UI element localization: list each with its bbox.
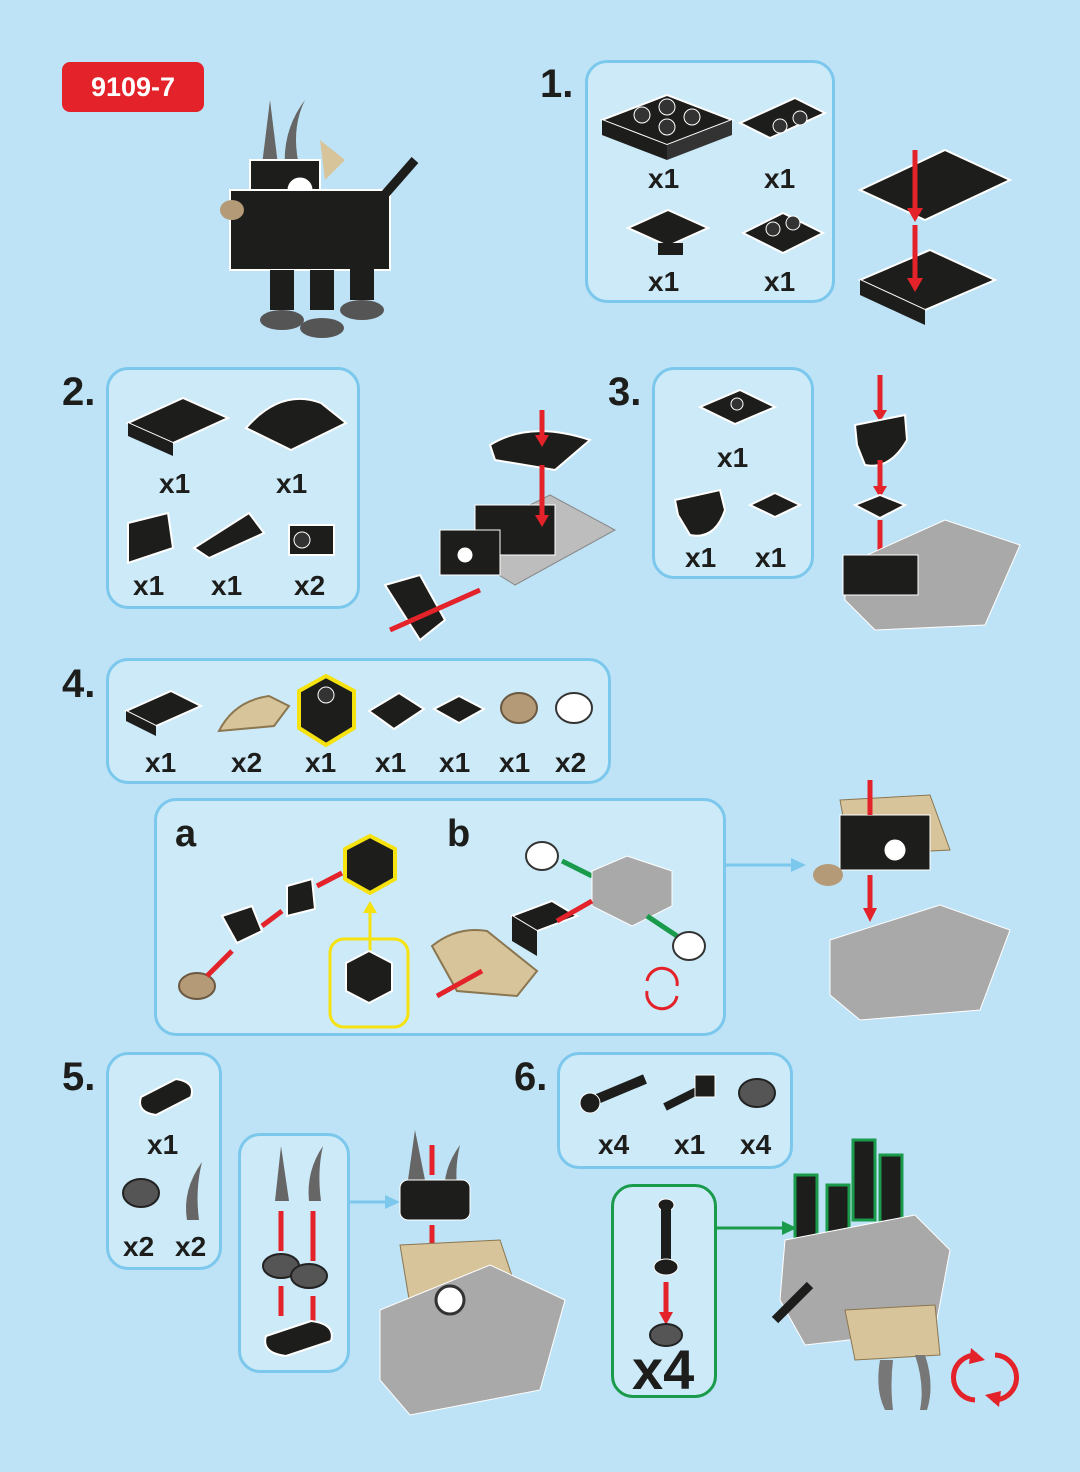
round-plate-icon xyxy=(122,1178,160,1208)
subassembly-a-diagram xyxy=(178,833,410,1029)
step-4-subassembly-callout: a b xyxy=(154,798,726,1036)
step-1-parts-callout: x1 x1 x1 x1 xyxy=(585,60,835,303)
plate-1x1-icon xyxy=(747,491,803,519)
subassembly-b-label: b xyxy=(447,813,471,855)
step-3-qty-3: x1 xyxy=(755,542,787,573)
slope-brick-icon xyxy=(125,396,231,456)
step-6-repeat-count: x4 xyxy=(632,1338,695,1401)
horn-icon xyxy=(186,1162,202,1220)
step-1-qty-3: x1 xyxy=(648,266,680,297)
step-3-parts-callout: x1 x1 x1 xyxy=(652,367,814,579)
step-2-qty-2: x1 xyxy=(276,468,308,499)
finished-model-image xyxy=(220,100,419,338)
step-6-assembly-image xyxy=(771,1138,951,1410)
callout-connector-arrow xyxy=(717,1221,797,1235)
step-6-parts-callout: x4 x1 x4 xyxy=(557,1052,793,1169)
step-4-parts-callout: x1 x2 x1 x1 x1 x1 x2 xyxy=(106,658,611,784)
step-5-subassembly-diagram xyxy=(262,1146,333,1358)
step-5-assembly-image xyxy=(379,1130,566,1416)
plate-1x2-rounded-icon xyxy=(139,1077,193,1117)
wing-plate-icon xyxy=(192,511,266,560)
step-5-qty-2: x2 xyxy=(123,1231,155,1262)
step-2-qty-1: x1 xyxy=(159,468,191,499)
step-4-assembly-image xyxy=(813,780,1011,1021)
bar-with-clip-icon xyxy=(663,1074,716,1111)
step-3-qty-2: x1 xyxy=(685,542,717,573)
step-4-number: 4. xyxy=(62,662,96,706)
plate-1x2-icon xyxy=(740,211,826,255)
step-4-qty-1: x1 xyxy=(145,747,177,778)
plate-2x3-icon xyxy=(599,93,735,160)
bracket-plate-icon xyxy=(737,96,828,140)
step-1-qty-4: x1 xyxy=(764,266,796,297)
step-6-repeat-callout: x4 xyxy=(611,1184,717,1401)
step-4-qty-3: x1 xyxy=(305,747,337,778)
clip-plate-icon xyxy=(625,208,711,255)
step-6-qty-1: x4 xyxy=(598,1129,630,1160)
white-round-tile-icon xyxy=(555,692,593,724)
step-3-number: 3. xyxy=(608,370,642,414)
step-2-qty-3: x1 xyxy=(133,570,165,601)
step-4-qty-7: x2 xyxy=(555,747,587,778)
step-5-qty-3: x2 xyxy=(175,1231,207,1262)
step-5-number: 5. xyxy=(62,1055,96,1099)
step-6-subassembly-diagram xyxy=(649,1198,683,1347)
step-2-number: 2. xyxy=(62,370,96,414)
tan-round-plate-icon xyxy=(500,692,538,724)
set-code-badge: 9109-7 xyxy=(62,62,204,112)
brick-with-stud-icon xyxy=(288,524,335,556)
wedge-slope-icon xyxy=(127,511,175,565)
tile-1x1-icon xyxy=(431,694,487,725)
round-plate-icon xyxy=(738,1078,776,1108)
tan-cone-icon xyxy=(217,694,291,733)
step-5-qty-1: x1 xyxy=(147,1129,179,1160)
step-2-parts-callout: x1 x1 x1 x1 x2 xyxy=(106,367,360,609)
subassembly-a-label: a xyxy=(175,813,197,855)
bar-with-holder-icon xyxy=(579,1074,647,1114)
step-2-qty-5: x2 xyxy=(294,570,326,601)
step-6-qty-3: x4 xyxy=(740,1129,772,1160)
step-4-qty-4: x1 xyxy=(375,747,407,778)
step-2-qty-4: x1 xyxy=(211,570,243,601)
step-6-number: 6. xyxy=(514,1055,548,1099)
subassembly-b-diagram xyxy=(430,841,706,1011)
round-inverted-icon xyxy=(673,488,727,537)
step-5-parts-callout: x1 x2 x2 xyxy=(106,1052,222,1270)
tile-with-stud-icon xyxy=(697,388,778,426)
step-3-assembly-image xyxy=(842,375,1021,631)
step-4-qty-2: x2 xyxy=(231,747,263,778)
step-5-subassembly-callout xyxy=(238,1133,350,1373)
step-1-qty-1: x1 xyxy=(648,163,680,194)
callout-connector-arrow xyxy=(726,858,806,872)
plate-1x2-icon xyxy=(123,689,204,736)
slope-1x1-icon xyxy=(367,691,426,731)
step-1-qty-2: x1 xyxy=(764,163,796,194)
step-1-assembly-image xyxy=(857,148,1013,325)
step-2-assembly-image xyxy=(383,410,617,642)
step-1-number: 1. xyxy=(540,62,574,106)
curved-slope-icon xyxy=(244,397,348,452)
step-4-qty-6: x1 xyxy=(499,747,531,778)
step-4-qty-5: x1 xyxy=(439,747,471,778)
step-6-qty-2: x1 xyxy=(674,1129,706,1160)
rotate-icon xyxy=(951,1348,1019,1407)
callout-connector-arrow xyxy=(350,1195,400,1209)
step-3-qty-1: x1 xyxy=(717,442,749,473)
brick-with-studs-highlighted-icon xyxy=(297,673,356,748)
